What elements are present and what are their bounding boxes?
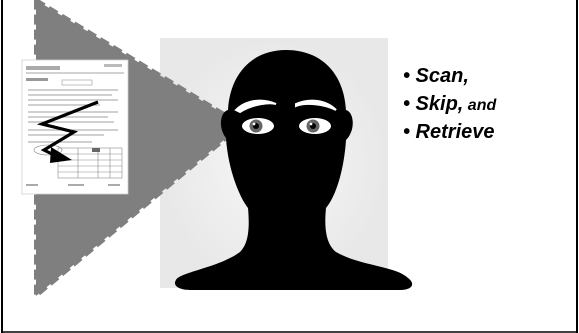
bullet-retrieve: • Retrieve — [403, 118, 496, 146]
bullet-skip: • Skip, and — [403, 90, 496, 118]
bullet-scan: • Scan, — [403, 62, 496, 90]
bullet-skip-suffix: and — [463, 97, 496, 114]
left-eye — [242, 118, 274, 134]
document-thumbnail — [22, 60, 128, 194]
bullet-list: • Scan, • Skip, and • Retrieve — [403, 62, 496, 146]
right-eye — [299, 118, 331, 134]
